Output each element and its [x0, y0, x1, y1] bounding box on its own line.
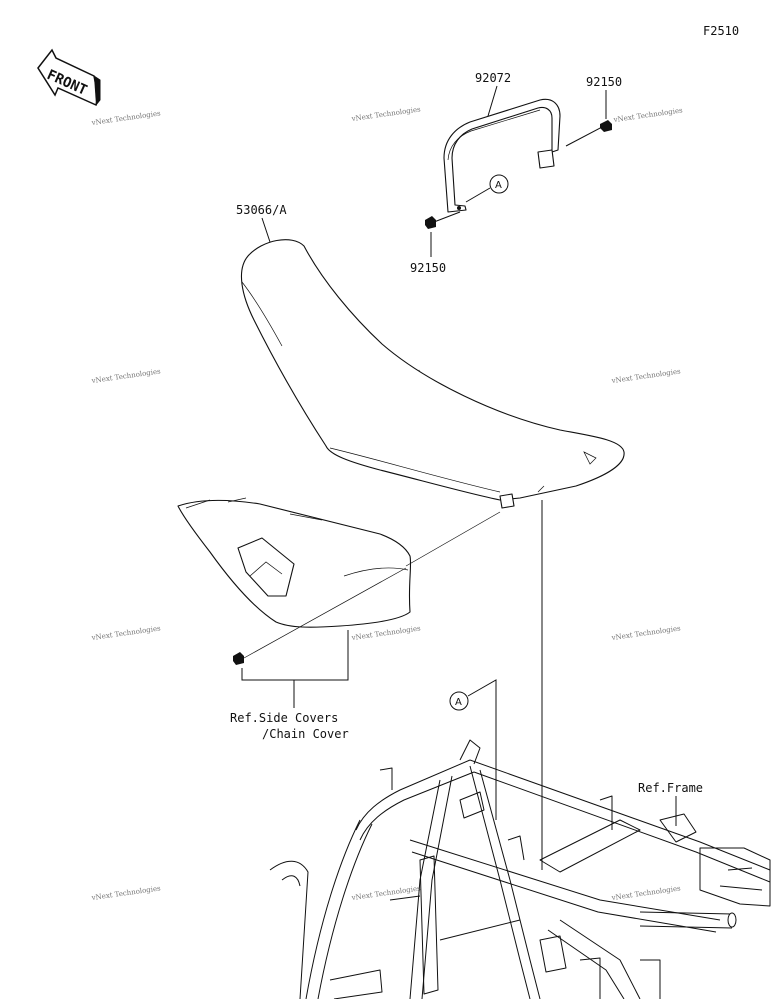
side-cover-bolt [233, 485, 545, 665]
seat-label: 53066/A [236, 203, 287, 217]
watermark-text: vNext Technologies [90, 624, 161, 642]
watermark-text: vNext Technologies [612, 106, 683, 124]
watermark-text: vNext Technologies [610, 884, 681, 902]
bolt-upper-right [565, 120, 612, 147]
watermark-group: vNext Technologies vNext Technologies vN… [90, 105, 683, 902]
seat-part [241, 239, 625, 509]
bolt-left [425, 211, 461, 229]
bolt-left-label: 92150 [410, 261, 446, 275]
watermark-text: vNext Technologies [90, 884, 161, 902]
grab-bar-label: 92072 [475, 71, 511, 85]
ref-frame-label: Ref.Frame [638, 781, 703, 795]
watermark-text: vNext Technologies [90, 109, 161, 127]
ref-side-covers-label-2: /Chain Cover [262, 727, 349, 741]
frame-part [269, 739, 771, 999]
ref-side-covers-label-1: Ref.Side Covers [230, 711, 338, 725]
watermark-text: vNext Technologies [610, 367, 681, 385]
watermark-text: vNext Technologies [610, 624, 681, 642]
callout-a-upper: A [465, 174, 509, 203]
callout-a-text: A [495, 180, 502, 191]
figure-code: F2510 [703, 24, 739, 38]
front-arrow-icon: FRONT [37, 48, 101, 107]
watermark-text: vNext Technologies [90, 367, 161, 385]
callout-a-lower: A [449, 679, 497, 820]
watermark-text: vNext Technologies [350, 624, 421, 642]
watermark-text: vNext Technologies [350, 105, 421, 123]
bolt-upper-right-label: 92150 [586, 75, 622, 89]
grab-bar-part [443, 98, 561, 213]
callout-a-text: A [455, 697, 462, 708]
side-cover-part [177, 497, 412, 628]
watermark-text: vNext Technologies [350, 884, 421, 902]
